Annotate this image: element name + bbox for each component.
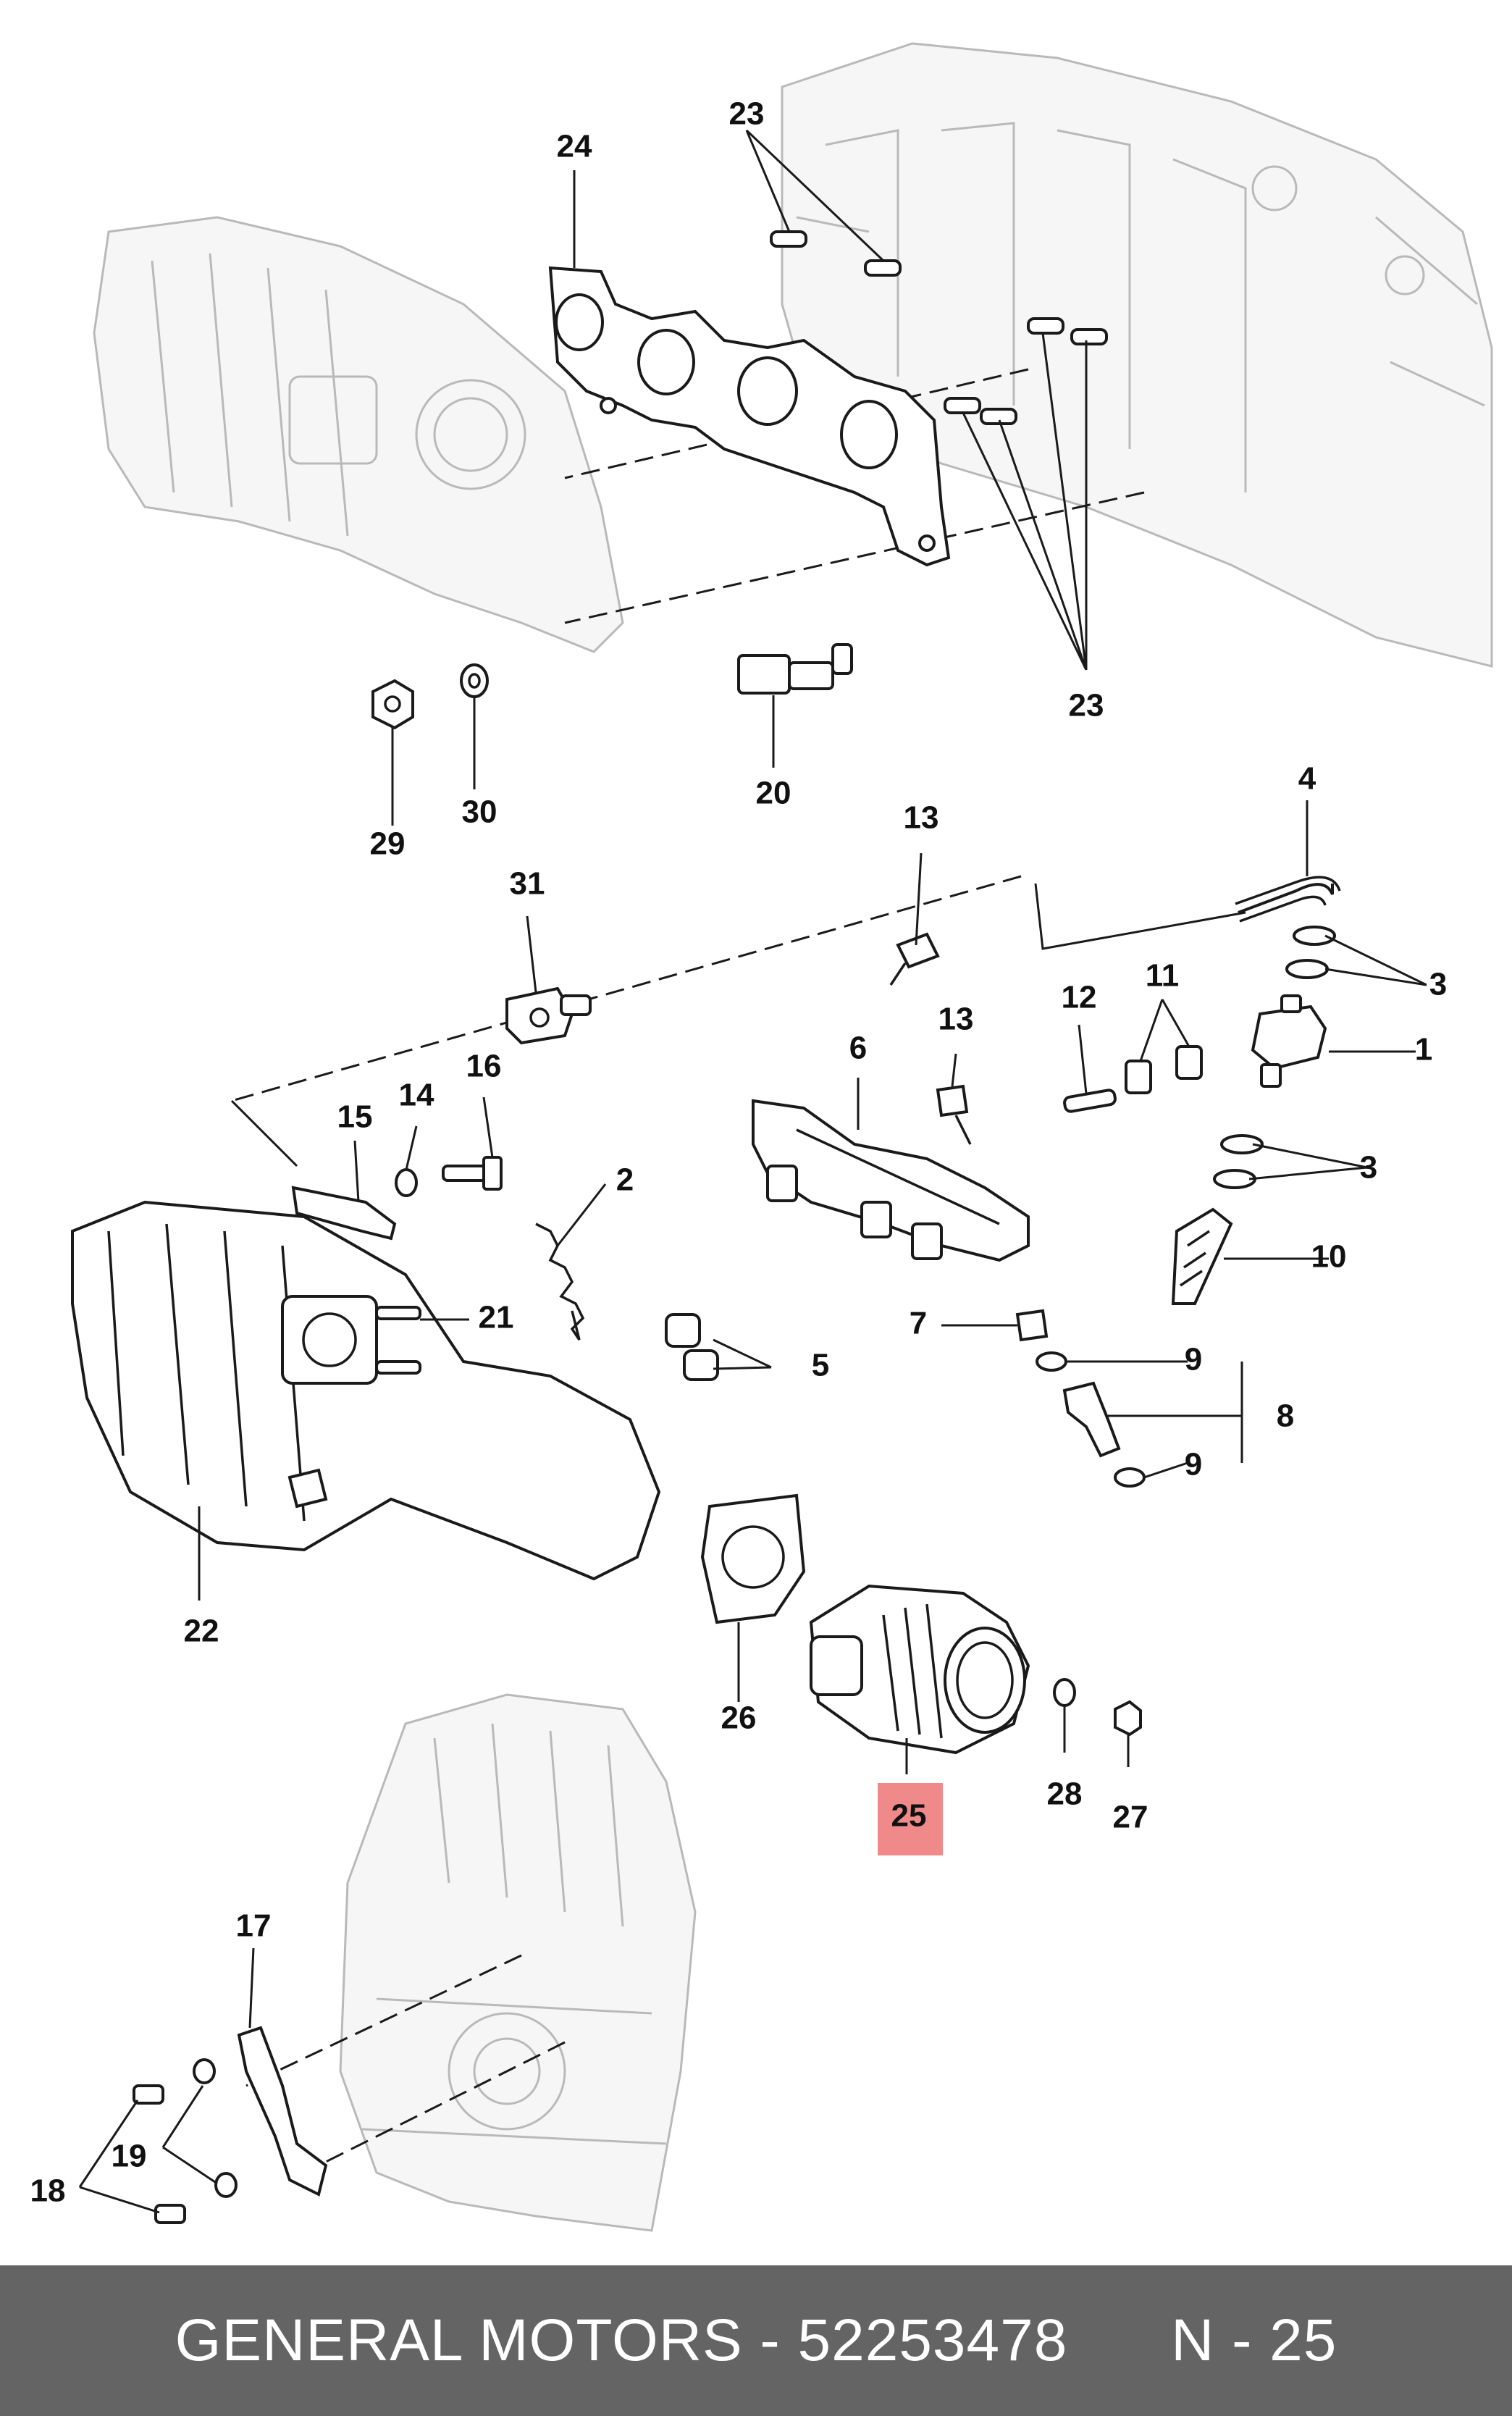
part-29-nut: [371, 679, 414, 730]
part-22-intake-manifold: [71, 1200, 661, 1581]
callout-13-upper: 13: [904, 800, 939, 836]
part-28-washer: [1053, 1678, 1076, 1707]
footer-caption: GENERAL MOTORS - 52253478 N - 25: [175, 2307, 1337, 2375]
part-4-vacuum-hose: [1235, 876, 1341, 923]
callout-27: 27: [1113, 1800, 1148, 1835]
callout-9-upper: 9: [1185, 1342, 1202, 1377]
callout-17: 17: [236, 1908, 272, 1944]
callout-6: 6: [849, 1031, 867, 1066]
callout-11: 11: [1146, 958, 1180, 994]
part-2-spring: [535, 1222, 585, 1341]
part-18-bolts: [133, 2084, 186, 2224]
callout-9-lower: 9: [1185, 1447, 1202, 1482]
part-24-manifold-gasket: [548, 266, 951, 567]
footer-part-number: 52253478: [797, 2307, 1068, 2373]
part-6-fuel-rail: [752, 1099, 1030, 1262]
part-11-clips: [1125, 1045, 1203, 1094]
part-14-washer: [395, 1168, 418, 1197]
callout-2: 2: [616, 1162, 634, 1198]
callout-12: 12: [1062, 980, 1097, 1015]
callout-15: 15: [337, 1099, 373, 1135]
leader-lines: [78, 129, 1427, 2214]
part-5-bushings: [665, 1313, 719, 1381]
part-20-temperature-sensor: [737, 643, 853, 695]
callout-4: 4: [1298, 761, 1316, 797]
part-13-bolts: [889, 932, 972, 1145]
callout-24: 24: [557, 129, 592, 164]
callout-8: 8: [1277, 1398, 1294, 1434]
part-26-throttle-gasket: [700, 1493, 806, 1624]
callout-3-upper: 3: [1429, 967, 1447, 1002]
callout-26: 26: [721, 1700, 757, 1736]
callout-7: 7: [910, 1306, 927, 1341]
part-10-fuel-hose: [1171, 1207, 1233, 1305]
part-16-bolt: [442, 1156, 503, 1191]
part-3-hose-clamps: [1213, 926, 1336, 1189]
parts-diagram: 24 23 23 29 30 20 4 3 1 3 10 11 12 13 13…: [30, 42, 1493, 2232]
ghost-engine-lower: [339, 1693, 697, 2232]
ghost-engine-head: [781, 42, 1493, 668]
callout-1: 1: [1415, 1032, 1432, 1068]
callout-5: 5: [812, 1348, 829, 1383]
callout-20: 20: [756, 776, 791, 811]
part-30-washer: [460, 663, 489, 698]
callout-3-lower: 3: [1360, 1150, 1377, 1186]
part-25-throttle-body: [809, 1584, 1030, 1755]
footer-bar: GENERAL MOTORS - 52253478 N - 25: [0, 2265, 1512, 2416]
part-21-studs: [375, 1306, 421, 1375]
callout-30: 30: [462, 794, 497, 830]
callout-21: 21: [479, 1300, 514, 1335]
callout-16: 16: [466, 1049, 502, 1084]
callouts: 24 23 23 29 30 20 4 3 1 3 10 11 12 13 13…: [30, 96, 1448, 2209]
callout-28: 28: [1047, 1777, 1083, 1812]
part-31-idle-valve: [505, 986, 592, 1045]
footer-gap: [1067, 2307, 1171, 2373]
callout-23-top: 23: [729, 96, 765, 132]
part-7-clip: [1015, 1309, 1049, 1342]
part-19-washers: [193, 2058, 238, 2198]
callout-13-lower: 13: [938, 1002, 974, 1037]
ghost-intake-manifold-top: [93, 216, 624, 653]
callout-29: 29: [370, 826, 406, 862]
callout-25: 25: [891, 1798, 927, 1834]
callout-22: 22: [184, 1614, 219, 1649]
part-12-stud: [1063, 1089, 1117, 1113]
footer-page-ref: N - 25: [1171, 2307, 1337, 2373]
callout-10: 10: [1311, 1239, 1347, 1275]
part-15-bracket: [291, 1186, 397, 1241]
callout-14: 14: [399, 1078, 434, 1113]
part-1-pressure-regulator: [1251, 994, 1327, 1088]
part-17-support-bracket: [237, 2026, 328, 2197]
callout-23-bottom: 23: [1069, 688, 1104, 723]
part-27-nut: [1114, 1700, 1142, 1737]
callout-18: 18: [30, 2173, 66, 2209]
callout-19: 19: [112, 2139, 147, 2174]
callout-25-highlight: [878, 1783, 943, 1855]
part-8-injector: [1062, 1381, 1121, 1458]
footer-brand: GENERAL MOTORS: [175, 2307, 743, 2373]
callout-31: 31: [510, 866, 545, 902]
footer-separator: -: [742, 2307, 798, 2373]
